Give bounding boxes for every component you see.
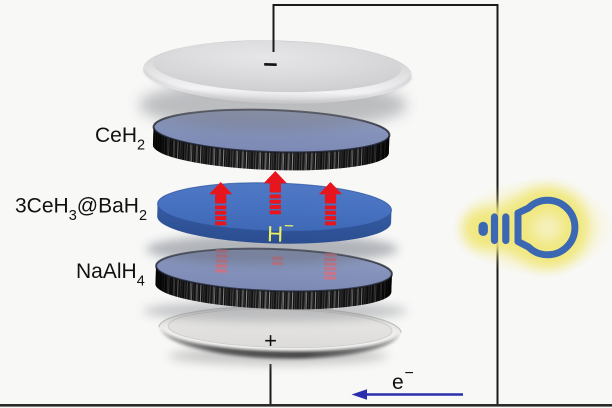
svg-text:+: +: [264, 328, 277, 353]
svg-text:−: −: [405, 365, 414, 382]
svg-text:−: −: [284, 216, 295, 235]
svg-text:e: e: [392, 371, 404, 394]
svg-text:H: H: [267, 221, 284, 246]
